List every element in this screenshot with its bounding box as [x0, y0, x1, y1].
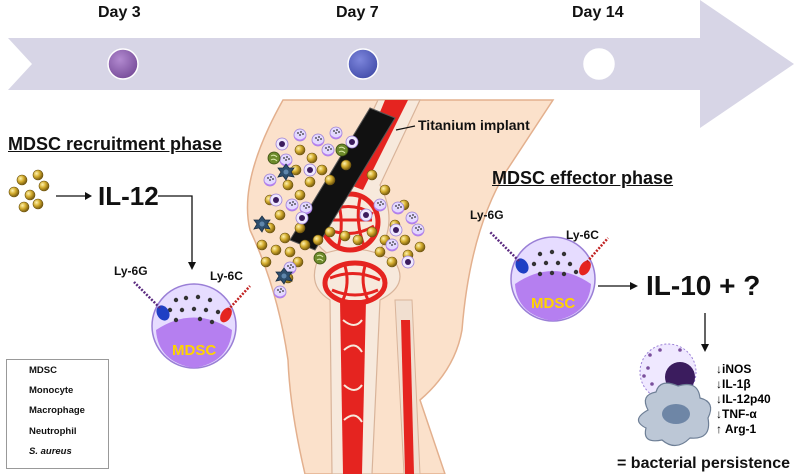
legend-label: S. aureus [29, 446, 72, 457]
il12-label: IL-12 [98, 181, 159, 211]
mdsc-cell-recruitment [133, 281, 251, 369]
timeline-arrow [8, 0, 794, 128]
effector-ly6g-label: Ly-6G [470, 208, 504, 222]
effect-inos: ↓iNOS [716, 362, 752, 376]
recruitment-ly6g-label: Ly-6G [114, 264, 148, 278]
flow-arrows [56, 192, 709, 352]
legend-label: Macrophage [29, 405, 85, 416]
effect-tnfa: ↓TNF-α [716, 407, 757, 421]
bacterial-persistence-label: = bacterial persistence [617, 455, 790, 472]
recruitment-ly6c-label: Ly-6C [210, 269, 243, 283]
titanium-implant-label: Titanium implant [418, 117, 530, 133]
legend-label: MDSC [29, 365, 57, 376]
recruitment-phase-title: MDSC recruitment phase [8, 134, 223, 154]
effect-il12p40: ↓IL-12p40 [716, 392, 771, 406]
effect-arg1: ↑ Arg-1 [716, 422, 757, 436]
effector-mdsc-label: MDSC [531, 295, 576, 312]
recruitment-mdsc-label: MDSC [172, 342, 217, 359]
timeline-dot-day7 [347, 48, 379, 80]
mdsc-cell-effector [489, 231, 609, 322]
effector-phase-title: MDSC effector phase [492, 168, 674, 188]
timeline-dot-day3 [107, 48, 139, 80]
knee-illustration [246, 99, 555, 474]
day-7-label: Day 7 [336, 4, 379, 21]
day-3-label: Day 3 [98, 4, 141, 21]
timeline-dot-day14 [583, 48, 615, 80]
legend-label: Neutrophil [29, 426, 77, 437]
bacteria-cluster [8, 169, 50, 213]
legend-label: Monocyte [29, 385, 74, 396]
effect-il1b: ↓IL-1β [716, 377, 751, 391]
target-immune-cells [637, 343, 712, 447]
effector-ly6c-label: Ly-6C [566, 228, 599, 242]
day-14-label: Day 14 [572, 4, 624, 21]
legend: MDSC Monocyte Macrophage Neutrophil S. a… [6, 359, 109, 469]
il10-label: IL-10 + ? [646, 270, 761, 301]
